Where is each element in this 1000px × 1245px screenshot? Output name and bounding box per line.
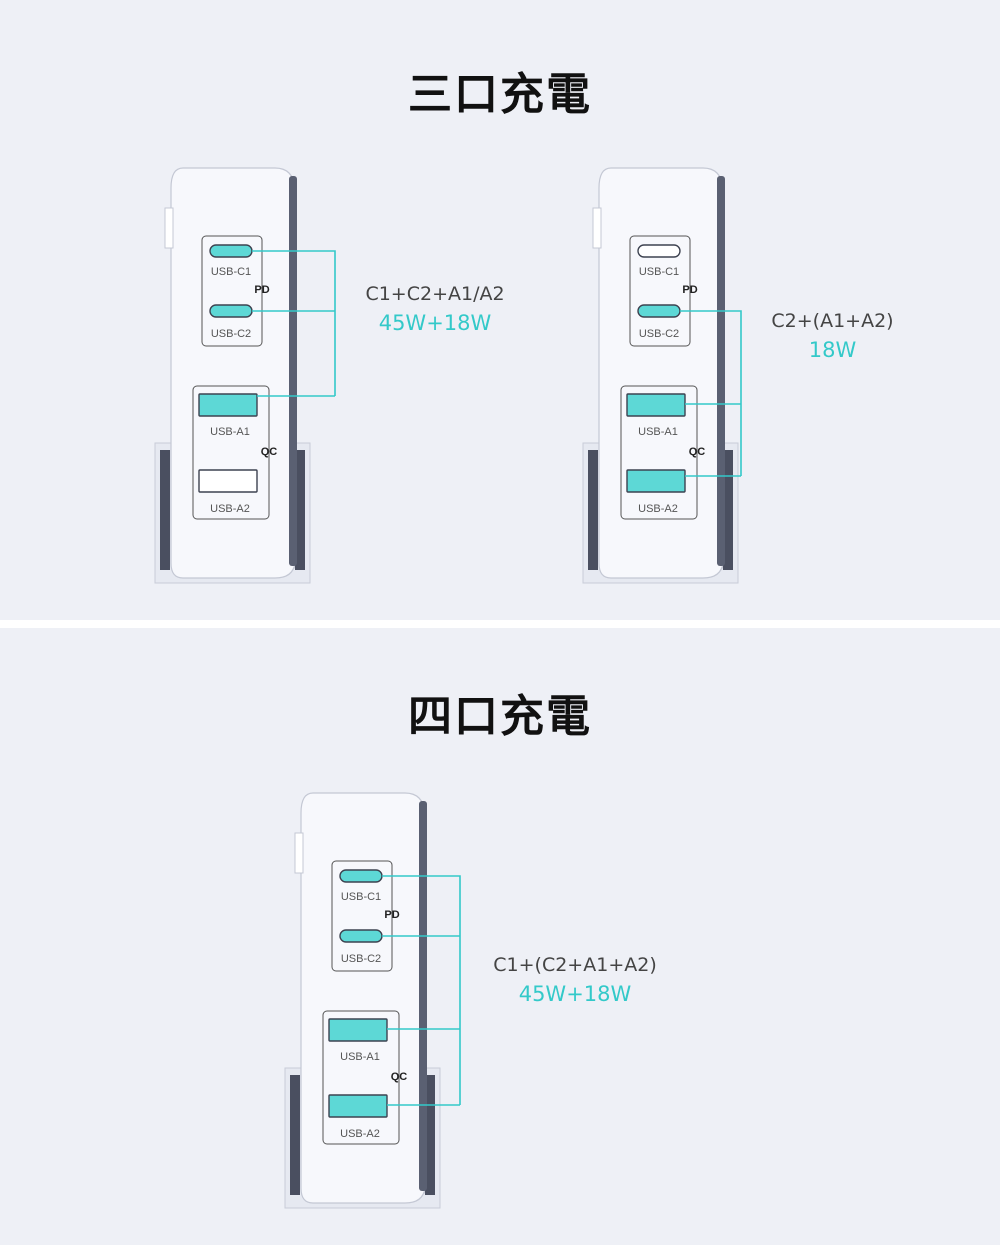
qc-label: QC — [689, 446, 706, 458]
four-port-title: 四口充電 — [408, 691, 592, 742]
pd-label: PD — [682, 284, 697, 296]
combo-label-1: C1+C2+A1/A2 45W+18W — [360, 283, 510, 335]
combo-watts: 45W+18W — [378, 311, 492, 335]
usb-a2-label: USB-A2 — [210, 503, 250, 515]
qc-label: QC — [391, 1071, 408, 1083]
qc-group-box — [192, 385, 270, 520]
usb-a1-port — [626, 393, 686, 417]
usb-c1-port — [339, 869, 383, 883]
combo-label-3: C1+(C2+A1+A2) 45W+18W — [490, 954, 660, 1006]
combo-formula: C1+C2+A1/A2 — [365, 283, 505, 305]
usb-c2-port — [637, 304, 681, 318]
charger-body — [170, 167, 296, 579]
usb-c2-label: USB-C2 — [341, 953, 381, 965]
side-edge — [419, 801, 427, 1191]
usb-a2-port — [328, 1094, 388, 1118]
pd-group-box — [629, 235, 691, 347]
usb-a2-label: USB-A2 — [340, 1128, 380, 1140]
charger-body — [300, 792, 426, 1204]
combo-formula: C1+(C2+A1+A2) — [493, 954, 657, 976]
pd-group-box — [331, 860, 393, 972]
pd-label: PD — [384, 909, 399, 921]
qc-group-box — [620, 385, 698, 520]
combo-label-2: C2+(A1+A2) 18W — [760, 310, 905, 362]
usb-a1-label: USB-A1 — [340, 1051, 380, 1063]
four-port-panel: 四口充電 — [0, 628, 1000, 1245]
usb-c2-label: USB-C2 — [211, 328, 251, 340]
usb-a1-label: USB-A1 — [210, 426, 250, 438]
usb-c1-label: USB-C1 — [341, 891, 381, 903]
connector-line — [252, 250, 336, 396]
qc-label: QC — [261, 446, 278, 458]
pd-group-box — [201, 235, 263, 347]
stand-shadow-left — [290, 1075, 300, 1195]
side-edge — [289, 176, 297, 566]
usb-c1-label: USB-C1 — [639, 266, 679, 278]
stand-shadow-left — [588, 450, 598, 570]
stand-shadow-left — [160, 450, 170, 570]
stand-shadow-right — [723, 450, 733, 570]
usb-a2-label: USB-A2 — [638, 503, 678, 515]
combo-watts: 18W — [808, 338, 857, 362]
usb-a1-port — [198, 393, 258, 417]
stand-shadow-right — [425, 1075, 435, 1195]
usb-c1-port — [637, 244, 681, 258]
qc-group-box — [322, 1010, 400, 1145]
plug-tab — [164, 207, 174, 249]
charger-body — [598, 167, 724, 579]
usb-a2-port — [198, 469, 258, 493]
usb-c1-port — [209, 244, 253, 258]
combo-watts: 45W+18W — [518, 982, 632, 1006]
usb-a2-port — [626, 469, 686, 493]
three-port-title: 三口充電 — [408, 69, 592, 120]
stand-shadow-right — [295, 450, 305, 570]
side-edge — [717, 176, 725, 566]
connector-line — [680, 310, 742, 476]
usb-a1-label: USB-A1 — [638, 426, 678, 438]
usb-c2-port — [339, 929, 383, 943]
usb-c1-label: USB-C1 — [211, 266, 251, 278]
usb-c2-label: USB-C2 — [639, 328, 679, 340]
plug-tab — [294, 832, 304, 874]
combo-formula: C2+(A1+A2) — [771, 310, 894, 332]
usb-a1-port — [328, 1018, 388, 1042]
usb-c2-port — [209, 304, 253, 318]
plug-tab — [592, 207, 602, 249]
pd-label: PD — [254, 284, 269, 296]
